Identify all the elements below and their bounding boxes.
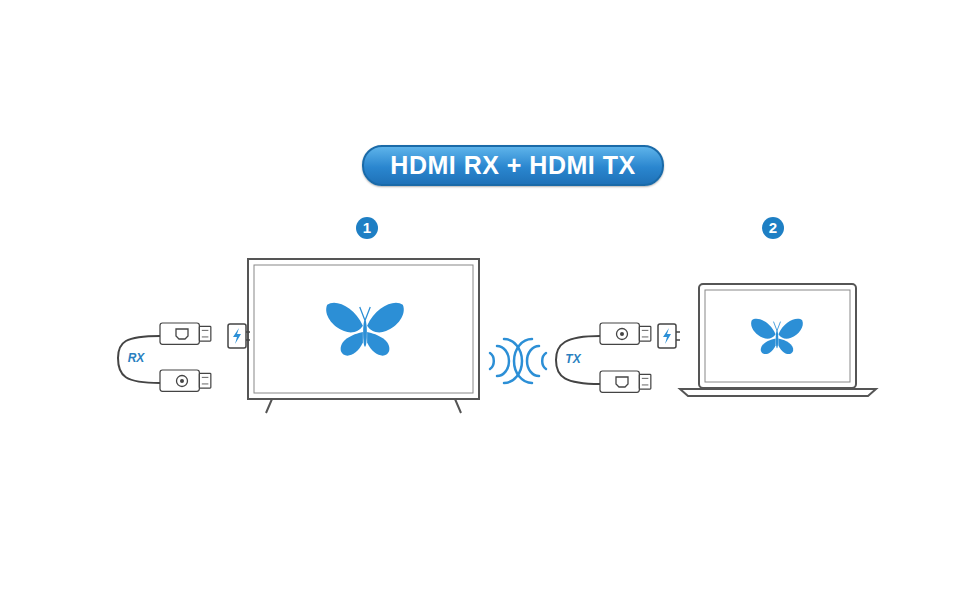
title-pill: HDMI RX + HDMI TX (362, 145, 663, 186)
television (248, 259, 479, 413)
rx-dongle (118, 323, 250, 391)
device-label: TX (565, 352, 580, 366)
wireless-signal (490, 339, 546, 383)
device-label: RX (128, 351, 145, 365)
laptop (680, 284, 876, 396)
callout-number: 1 (356, 217, 378, 239)
tx-dongle (556, 323, 680, 392)
callout-number: 2 (762, 217, 784, 239)
